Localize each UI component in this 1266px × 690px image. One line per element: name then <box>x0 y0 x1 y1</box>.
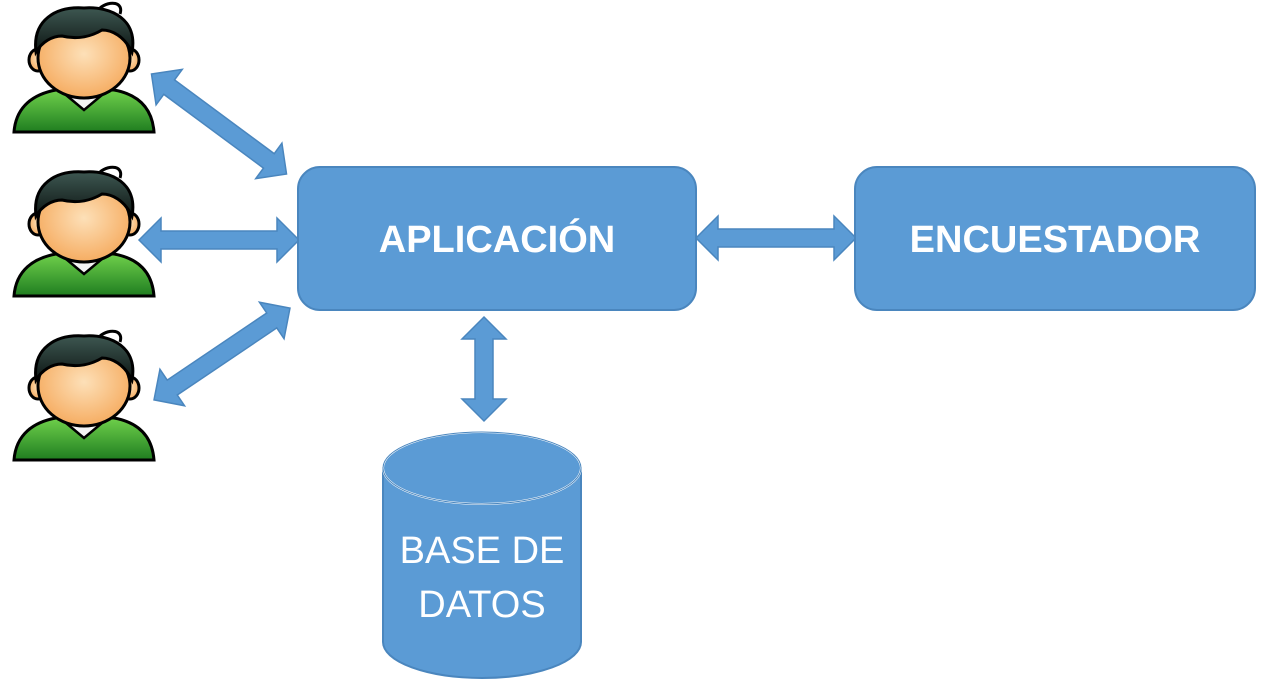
arrow-user1-application <box>150 68 288 180</box>
database-label-line2: DATOS <box>418 584 545 626</box>
surveyor-box: ENCUESTADOR <box>854 166 1256 311</box>
arrow-user2-application <box>137 216 301 264</box>
surveyor-label: ENCUESTADOR <box>910 219 1201 261</box>
database-label-line1: BASE DE <box>400 530 565 572</box>
application-box: APLICACIÓN <box>297 166 697 311</box>
user-icon <box>12 329 156 462</box>
arrow-user3-application <box>153 301 291 407</box>
user-icon <box>12 165 156 298</box>
arrow-application-surveyor <box>694 214 858 262</box>
application-label: APLICACIÓN <box>379 217 615 261</box>
user-icon <box>12 1 156 134</box>
arrow-application-database <box>460 315 508 423</box>
database-cylinder: BASE DE DATOS <box>382 431 582 679</box>
